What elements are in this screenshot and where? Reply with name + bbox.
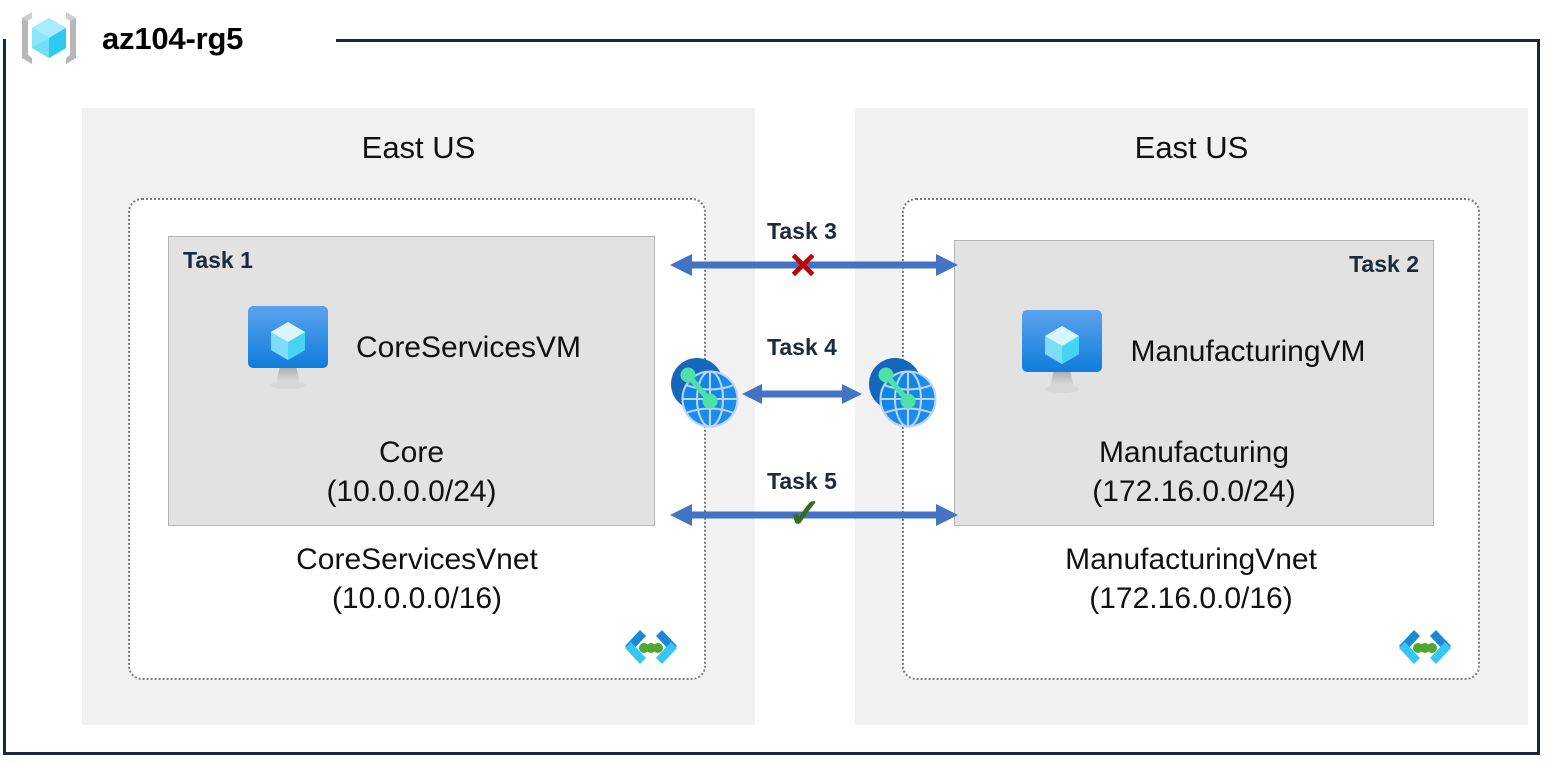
subnet-cidr-core: (10.0.0.0/24) bbox=[326, 475, 497, 508]
subnet-label-core: Core (10.0.0.0/24) bbox=[169, 433, 654, 511]
virtual-machine-icon bbox=[242, 300, 334, 397]
subnet-core: Task 1 bbox=[168, 236, 655, 526]
vnet-peering-icon-left bbox=[664, 354, 746, 432]
task-label-task4: Task 4 bbox=[767, 334, 837, 360]
connection-arrow-task5 bbox=[670, 504, 958, 526]
region-label-left: East US bbox=[361, 130, 476, 165]
allowed-check-icon: ✓ bbox=[788, 492, 822, 536]
vnet-icon-coreservices bbox=[620, 626, 682, 670]
vm-name-coreservices: CoreServicesVM bbox=[355, 331, 582, 364]
resource-group-header: az104-rg5 bbox=[10, 6, 243, 70]
connection-arrow-task4 bbox=[742, 384, 862, 404]
vm-name-manufacturing: ManufacturingVM bbox=[1130, 335, 1366, 368]
vnet-name-manufacturing: ManufacturingVnet bbox=[1065, 543, 1317, 577]
blocked-cross-icon: ✕ bbox=[788, 245, 819, 286]
virtual-machine-icon bbox=[1016, 304, 1108, 401]
vm-row-manufacturing: ManufacturingVM bbox=[955, 303, 1433, 401]
task-label-task3: Task 3 bbox=[767, 218, 837, 244]
subnet-name-manufacturing: Manufacturing bbox=[1098, 436, 1290, 469]
region-label-right: East US bbox=[1134, 130, 1249, 165]
task-tag-task2: Task 2 bbox=[1349, 251, 1419, 277]
vnet-label-coreservices: CoreServicesVnet (10.0.0.0/16) bbox=[130, 541, 704, 618]
subnet-name-core: Core bbox=[378, 436, 445, 469]
vnet-label-manufacturing: ManufacturingVnet (172.16.0.0/16) bbox=[904, 541, 1478, 618]
subnet-manufacturing: Task 2 bbox=[954, 240, 1434, 526]
vnet-peering-icon-right bbox=[862, 354, 944, 432]
subnet-cidr-manufacturing: (172.16.0.0/24) bbox=[1092, 475, 1296, 508]
resource-group-title: az104-rg5 bbox=[102, 20, 244, 56]
connection-arrow-task3 bbox=[670, 254, 958, 276]
task-tag-task1: Task 1 bbox=[183, 247, 253, 273]
task-label-task5: Task 5 bbox=[767, 468, 837, 494]
resource-group-cube-icon bbox=[10, 6, 88, 70]
vnet-cidr-coreservices: (10.0.0.0/16) bbox=[331, 581, 503, 615]
vnet-icon-manufacturing bbox=[1394, 626, 1456, 670]
vm-row-coreservices: CoreServicesVM bbox=[169, 299, 654, 397]
vnet-cidr-manufacturing: (172.16.0.0/16) bbox=[1089, 581, 1293, 615]
subnet-label-manufacturing: Manufacturing (172.16.0.0/24) bbox=[955, 433, 1433, 511]
vnet-name-coreservices: CoreServicesVnet bbox=[296, 543, 538, 577]
